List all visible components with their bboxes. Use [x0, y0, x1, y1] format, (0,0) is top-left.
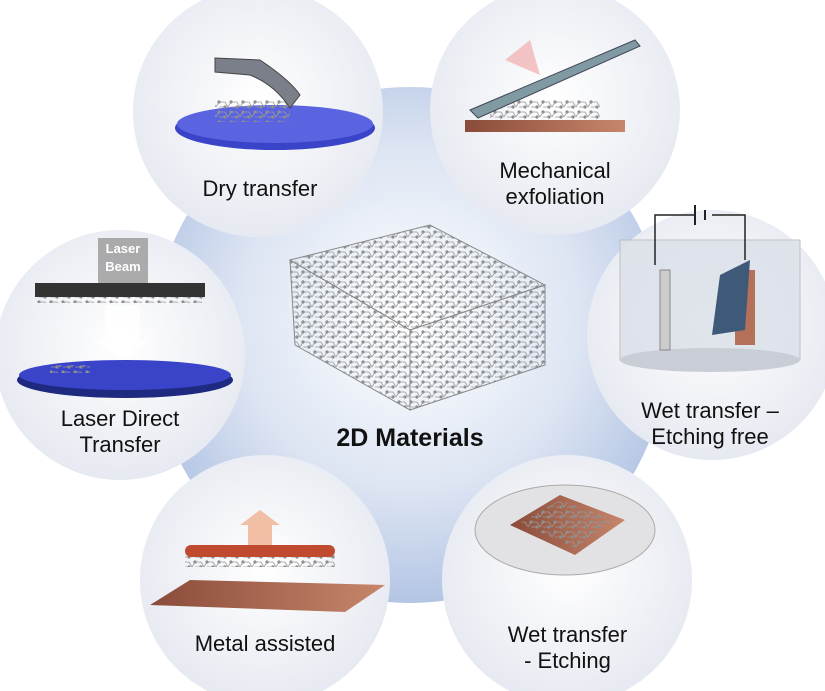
label-line: Laser	[105, 241, 141, 256]
wet-transfer-etching-illustration	[474, 484, 656, 576]
label-wet-transfer-etching-free: Wet transfer – Etching free	[605, 398, 815, 450]
label-line: Transfer	[79, 432, 161, 457]
label-line: Wet transfer	[507, 622, 628, 647]
bubble-metal-assisted	[140, 455, 390, 691]
label-dry-transfer: Dry transfer	[202, 176, 318, 201]
label-line: Beam	[105, 259, 141, 274]
label-line: Mechanical	[499, 158, 611, 183]
label-line: - Etching	[524, 648, 611, 673]
metal-assisted-illustration	[150, 510, 385, 612]
graphene-lattice-icon	[288, 224, 547, 411]
label-laser-direct-transfer: Laser Direct Transfer	[20, 406, 220, 458]
dry-transfer-illustration	[175, 57, 375, 150]
label-metal-assisted: Metal assisted	[194, 631, 336, 656]
label-wet-transfer-etching: Wet transfer - Etching	[465, 622, 670, 674]
label-laser-beam: Laser Beam	[98, 240, 148, 276]
laser-direct-transfer-illustration	[17, 238, 233, 398]
label-line: Wet transfer –	[641, 398, 779, 423]
label-line: exfoliation	[505, 184, 605, 209]
label-line: Laser Direct	[60, 406, 180, 431]
label-mechanical-exfoliation: Mechanical exfoliation	[455, 158, 655, 210]
mechanical-exfoliation-illustration	[465, 39, 641, 132]
label-line: Etching free	[651, 424, 769, 449]
center-title: 2D Materials	[336, 424, 484, 452]
wet-transfer-etching-free-illustration	[619, 205, 801, 372]
